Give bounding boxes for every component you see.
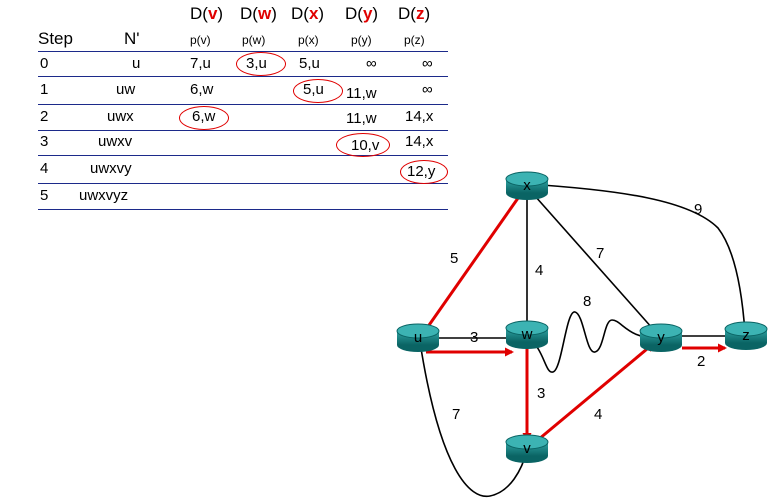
cell-z: ∞ (422, 81, 433, 98)
router-u: u (396, 323, 440, 352)
weight-y-z: 2 (697, 353, 705, 370)
weight-u-x: 5 (450, 250, 458, 267)
weight-u-w: 3 (470, 329, 478, 346)
edge-x-z (526, 183, 746, 334)
edge-x-y (526, 186, 662, 339)
weight-x-y: 7 (596, 245, 604, 262)
edge-u-v (419, 341, 528, 498)
row-step: 2 (40, 108, 49, 125)
min-circle (179, 106, 229, 130)
table-rule (38, 155, 448, 156)
weight-v-y: 4 (594, 406, 602, 423)
table-rule (38, 51, 448, 52)
path-v-y (526, 342, 655, 451)
header-p-y: p(y) (351, 33, 372, 47)
cell-z: 14,x (405, 133, 434, 150)
min-circle (236, 52, 286, 76)
header-d-z: D(z) (398, 4, 431, 23)
node-label-v: v (523, 440, 531, 457)
table-rule (38, 183, 448, 184)
cell-v: 6,w (190, 81, 214, 98)
cell-y: 11,w (346, 110, 377, 127)
row-nprime: uwxvy (90, 160, 132, 177)
weight-u-v: 7 (452, 406, 460, 423)
path-u-x (418, 189, 525, 339)
router-w: w (505, 320, 549, 349)
header-p-z: p(z) (404, 33, 425, 47)
header-p-w: p(w) (242, 33, 266, 47)
header-d-y: D(y) (345, 4, 379, 23)
row-nprime: uwx (107, 108, 134, 125)
weight-w-v: 3 (537, 385, 545, 402)
row-step: 3 (40, 133, 49, 150)
header-nprime: N' (124, 29, 140, 48)
node-label-w: w (521, 326, 533, 343)
node-label-y: y (657, 329, 665, 346)
header-p-v: p(v) (190, 33, 211, 47)
header-d-v: D(v) (190, 4, 224, 23)
row-step: 5 (40, 187, 49, 204)
router-z: z (724, 321, 768, 350)
cell-z: 14,x (405, 108, 434, 125)
row-nprime: u (132, 55, 141, 72)
edge-w-y (526, 311, 662, 373)
cell-y: 11,w (346, 85, 377, 102)
cell-v: 7,u (190, 55, 211, 72)
header-d-x: D(x) (291, 4, 325, 23)
min-circle (336, 133, 390, 157)
weight-x-z: 9 (694, 201, 702, 218)
row-step: 4 (40, 160, 49, 177)
header-d-w: D(w) (240, 4, 277, 23)
row-step: 0 (40, 55, 49, 72)
node-label-u: u (414, 329, 422, 346)
weight-w-x: 4 (535, 262, 543, 279)
router-y: y (639, 323, 683, 352)
min-circle (293, 79, 343, 103)
table-rule (38, 130, 448, 131)
row-nprime: uwxv (98, 133, 133, 150)
node-label-x: x (523, 177, 531, 194)
row-step: 1 (40, 81, 49, 98)
table-rule (38, 104, 448, 105)
node-label-z: z (742, 327, 750, 344)
min-circle (400, 160, 448, 184)
cell-z: ∞ (422, 55, 433, 72)
router-x: x (505, 171, 549, 200)
weight-w-y: 8 (583, 293, 591, 310)
router-v: v (505, 434, 549, 463)
table-rule (38, 76, 448, 77)
table-rule (38, 209, 448, 210)
row-nprime: uw (116, 81, 136, 98)
header-p-x: p(x) (298, 33, 319, 47)
cell-y: ∞ (366, 55, 377, 72)
header-step: Step (38, 29, 73, 48)
cell-x: 5,u (299, 55, 320, 72)
row-nprime: uwxvyz (79, 187, 129, 204)
